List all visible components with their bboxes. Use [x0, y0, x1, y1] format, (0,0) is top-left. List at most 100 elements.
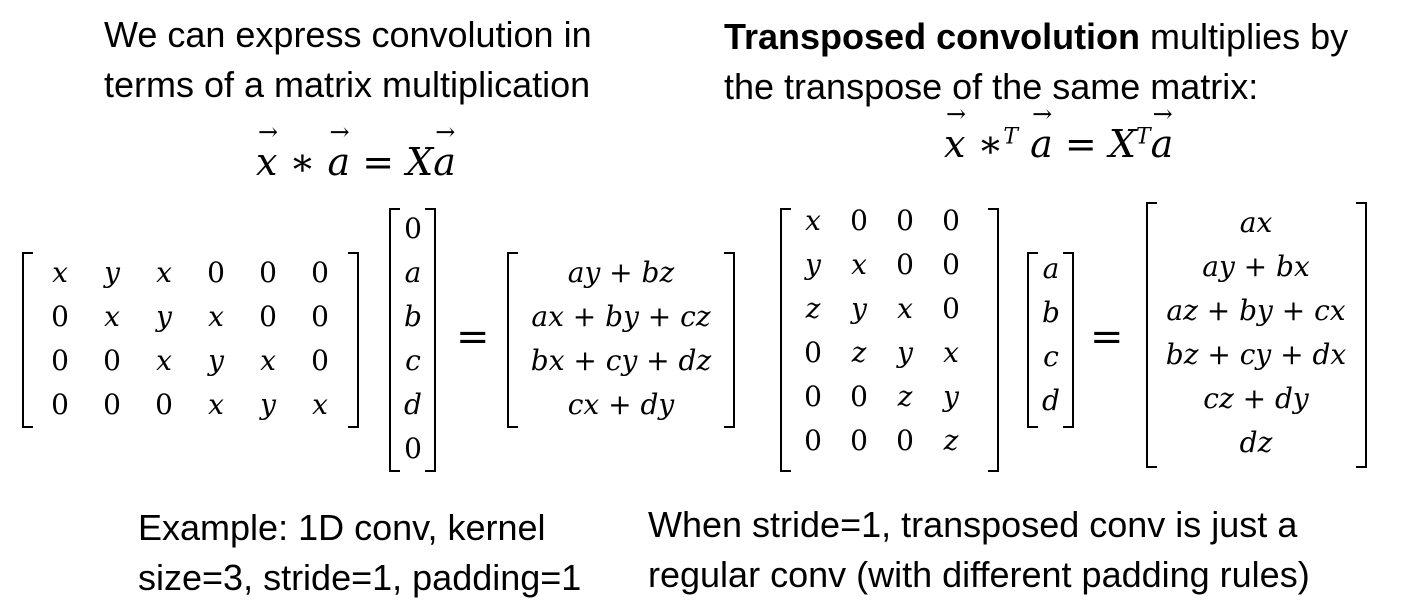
right-vector-cell: c [1043, 339, 1059, 373]
right-equals: = [1090, 314, 1124, 360]
eq-left-a2: a [433, 118, 456, 184]
right-matrix-bracket-right [988, 208, 999, 472]
left-result-cell: cx + dy [567, 387, 675, 421]
eq-left-a: a [327, 118, 350, 184]
left-matrix-cell: 0 [51, 343, 69, 377]
left-matrix-cell: 0 [155, 387, 173, 421]
eq-left-op: ∗ [289, 140, 316, 184]
right-vector-row: b [1036, 290, 1066, 334]
right-matrix-cell: 0 [896, 423, 914, 457]
eq-right-T2: T [1135, 124, 1151, 150]
right-vector-row: c [1036, 334, 1066, 378]
left-matrix-cell: x [156, 255, 172, 289]
left-heading-line1: We can express convolution in [104, 14, 592, 55]
left-matrix-cell: x [156, 343, 172, 377]
right-matrix-cell: z [851, 335, 867, 369]
left-result-row: cx + dy [516, 382, 726, 426]
left-vector-cell: a [404, 255, 422, 289]
left-equals: = [456, 314, 490, 360]
right-heading-bold: Transposed convolution [724, 16, 1141, 57]
right-vector-bracket-right [1063, 252, 1074, 428]
right-heading-line1: Transposed convolution multiplies by [724, 12, 1348, 62]
left-result-row: ay + bz [516, 250, 726, 294]
right-matrix-cell: x [897, 291, 913, 325]
right-matrix-cell: 0 [896, 247, 914, 281]
eq-right-x: x [944, 100, 967, 166]
left-result-row: ax + by + cz [516, 294, 726, 338]
right-result-row: cz + dy [1154, 376, 1358, 420]
eq-left-x: x [256, 118, 279, 184]
left-matrix-bracket-left [22, 252, 33, 428]
right-matrix-cell: x [943, 335, 959, 369]
right-vector-row: d [1036, 378, 1066, 422]
left-vector-cell: c [405, 343, 421, 377]
left-heading-line2: terms of a matrix multiplication [104, 64, 591, 105]
eq-right-X: X [1108, 122, 1136, 166]
right-matrix-cell: y [943, 379, 959, 413]
left-vector-row: d [398, 382, 428, 426]
right-result: ax ay + bx az + by + cx bz + cy + dx cz + dy… [1154, 200, 1358, 464]
eq-right-eq: = [1064, 122, 1097, 166]
right-result-row: ay + bx [1154, 244, 1358, 288]
left-vector-row: 0 [398, 426, 428, 470]
right-matrix-cell: y [805, 247, 821, 281]
eq-right-a2: a [1151, 100, 1174, 166]
left-matrix-cell: y [104, 255, 120, 289]
left-matrix-cell: 0 [311, 343, 329, 377]
left-vector-cell: b [404, 299, 422, 333]
left-vector-bracket-left [389, 208, 400, 472]
right-result-row: dz [1154, 420, 1358, 464]
right-footer: When stride=1, transposed conv is just a… [648, 500, 1310, 600]
right-footer-line2: regular conv (with different padding rul… [648, 554, 1310, 595]
right-result-cell: bz + cy + dx [1165, 337, 1347, 371]
right-matrix-cell: 0 [850, 423, 868, 457]
left-matrix-cell: x [52, 255, 68, 289]
left-vector-cell: 0 [404, 431, 422, 465]
right-result-row: az + by + cx [1154, 288, 1358, 332]
left-vector-cell: d [404, 387, 422, 421]
right-vector-cell: b [1042, 295, 1060, 329]
eq-right-a: a [1030, 100, 1053, 166]
right-vector-cell: a [1042, 251, 1060, 285]
right-matrix-cell: 0 [942, 291, 960, 325]
left-footer: Example: 1D conv, kernel size=3, stride=… [138, 503, 581, 603]
left-matrix-cell: x [312, 387, 328, 421]
right-matrix-cell: 0 [942, 247, 960, 281]
right-matrix-cell: x [805, 203, 821, 237]
left-result-cell: ax + by + cz [531, 299, 711, 333]
left-vector-bracket-right [425, 208, 436, 472]
right-heading: Transposed convolution multiplies by the… [724, 12, 1348, 112]
eq-left-eq: = [362, 140, 395, 184]
right-matrix-cell: y [897, 335, 913, 369]
left-footer-line1: Example: 1D conv, kernel [138, 507, 546, 548]
eq-right-op: ∗ [977, 122, 1004, 166]
right-matrix-cell: x [851, 247, 867, 281]
right-result-cell: ay + bx [1202, 249, 1310, 283]
eq-right-T: T [1003, 124, 1019, 150]
left-heading: We can express convolution in terms of a… [104, 10, 592, 110]
right-matrix-cell: y [851, 291, 867, 325]
left-vector-row: b [398, 294, 428, 338]
left-matrix-cell: 0 [311, 299, 329, 333]
right-matrix-cell: z [943, 423, 959, 457]
right-matrix-cell: 0 [850, 379, 868, 413]
left-vector-cell: 0 [404, 211, 422, 245]
right-vector-cell: d [1042, 383, 1060, 417]
right-result-cell: ax [1239, 205, 1273, 239]
right-footer-line1: When stride=1, transposed conv is just a [648, 504, 1298, 545]
left-matrix-cell: y [208, 343, 224, 377]
right-matrix-cell: 0 [804, 379, 822, 413]
right-result-bracket-left [1146, 202, 1157, 468]
left-matrix-cell: x [208, 299, 224, 333]
left-result-cell: bx + cy + dz [530, 343, 712, 377]
left-matrix-cell: 0 [51, 387, 69, 421]
right-matrix-cell: 0 [942, 203, 960, 237]
